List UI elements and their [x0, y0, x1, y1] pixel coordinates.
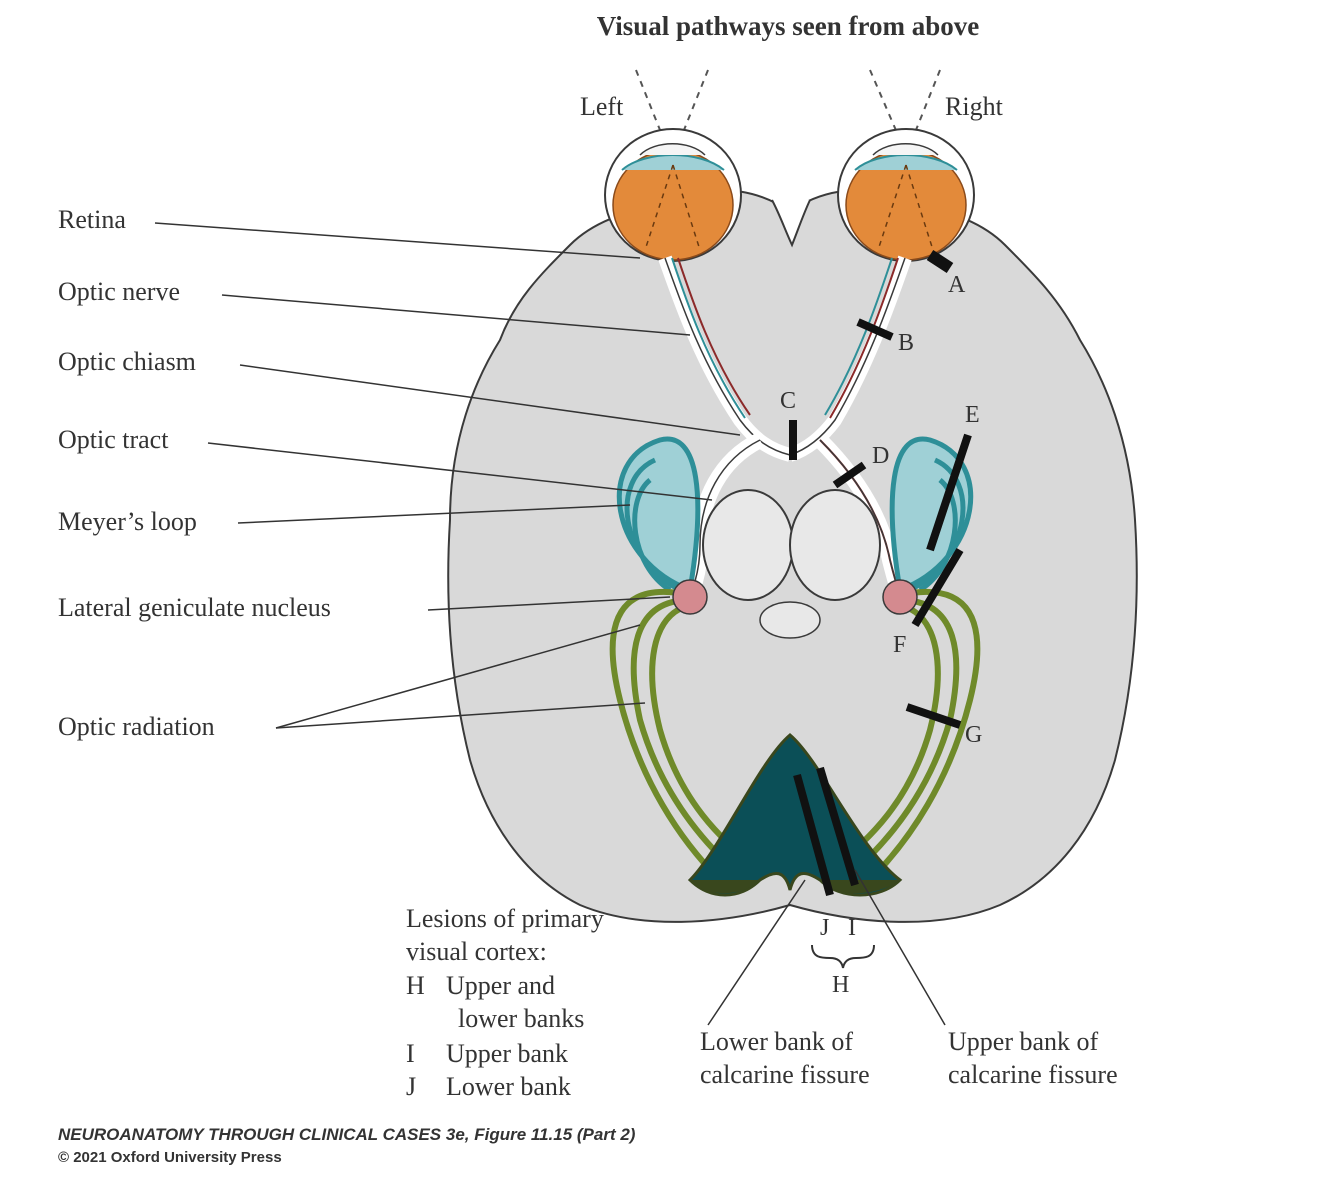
- label-meyers-loop: Meyer’s loop: [58, 507, 197, 536]
- label-optic-radiation: Optic radiation: [58, 712, 215, 741]
- lesion-label-e: E: [965, 402, 980, 428]
- thalamus: [702, 489, 881, 639]
- leader-lines: [154, 222, 946, 1026]
- diagram-title: Visual pathways seen from above: [597, 11, 980, 41]
- lesion-label-g: G: [965, 722, 982, 748]
- legend-h-key: H: [406, 971, 425, 1000]
- right-eye: [837, 128, 975, 262]
- lgn-right: [882, 579, 918, 615]
- legend-h-text-2: lower banks: [458, 1004, 584, 1033]
- lesion-label-b: B: [898, 330, 914, 356]
- right-side-label: Right: [945, 92, 1004, 121]
- optic-nerves: [658, 255, 912, 462]
- structure-labels: Retina Optic nerve Optic chiasm Optic tr…: [58, 205, 331, 741]
- lesion-label-j: J: [820, 915, 829, 941]
- legend-i-text: Upper bank: [446, 1039, 568, 1068]
- frontal-notch: [771, 199, 811, 248]
- visual-field-lines: [635, 69, 941, 136]
- lesion-bar-e: [926, 433, 972, 552]
- lesion-label-d: D: [872, 443, 889, 469]
- lesion-bar-f: [911, 547, 964, 628]
- lesion-bar-d: [832, 461, 867, 489]
- lesion-letters: A B C D E F G J I H: [780, 272, 982, 998]
- lesion-label-a: A: [948, 272, 966, 298]
- legend-line-1: Lesions of primary: [406, 904, 604, 933]
- left-side-label: Left: [580, 92, 624, 121]
- upper-bank-line-2: calcarine fissure: [948, 1060, 1118, 1089]
- lesion-bar-j: [793, 773, 834, 897]
- calcarine-labels: Lower bank of calcarine fissure Upper ba…: [700, 1027, 1118, 1089]
- meyers-loop-left: [616, 436, 701, 593]
- lower-bank-line-1: Lower bank of: [700, 1027, 853, 1056]
- lesion-label-i: I: [848, 915, 856, 941]
- cortex-lesion-legend: Lesions of primary visual cortex: H Uppe…: [406, 904, 604, 1101]
- lesion-bars: [789, 249, 972, 897]
- label-lgn: Lateral geniculate nucleus: [58, 593, 331, 622]
- visual-cortex-edge-right: [820, 880, 900, 894]
- lesion-bar-i: [816, 766, 859, 887]
- lgn-left: [672, 579, 708, 615]
- lesion-label-f: F: [893, 632, 906, 658]
- left-eye: [604, 128, 742, 262]
- lesion-bar-b: [856, 318, 894, 341]
- legend-h-text-1: Upper and: [446, 971, 555, 1000]
- figure-caption: NEUROANATOMY THROUGH CLINICAL CASES 3e, …: [58, 1125, 636, 1144]
- lesion-label-c: C: [780, 388, 796, 414]
- legend-line-2: visual cortex:: [406, 937, 547, 966]
- label-optic-nerve: Optic nerve: [58, 277, 180, 306]
- visual-cortex-edge-left: [690, 880, 760, 894]
- upper-bank-line-1: Upper bank of: [948, 1027, 1099, 1056]
- legend-j-text: Lower bank: [446, 1072, 571, 1101]
- lesion-label-h: H: [832, 972, 849, 998]
- legend-i-key: I: [406, 1039, 415, 1068]
- lesion-bar-a: [926, 249, 954, 274]
- lesion-bar-g: [905, 703, 962, 729]
- label-retina: Retina: [58, 205, 126, 234]
- copyright: © 2021 Oxford University Press: [58, 1149, 282, 1166]
- label-optic-tract: Optic tract: [58, 425, 169, 454]
- lesion-h-brace: [811, 944, 875, 969]
- legend-j-key: J: [406, 1072, 416, 1101]
- lower-bank-line-2: calcarine fissure: [700, 1060, 870, 1089]
- label-optic-chiasm: Optic chiasm: [58, 347, 196, 376]
